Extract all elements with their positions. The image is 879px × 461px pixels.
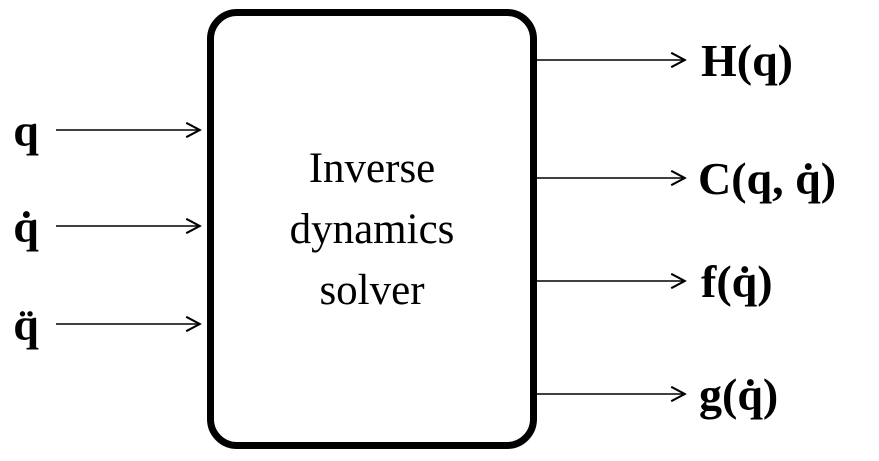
solver-box: Inverse dynamics solver [207,9,537,449]
output-label-H: H(q) [701,35,793,86]
output-label-g: g(q̇) [699,369,779,420]
solver-box-label-line-3: solver [319,266,425,314]
solver-box-label-line-1: Inverse [308,144,436,192]
output-label-f: f(q̇) [701,256,773,307]
output-label-C: C(q, q̇) [698,153,837,204]
input-label-q: q [13,105,39,156]
solver-box-label-line-2: dynamics [289,205,455,253]
input-label-qddot: q̈ [13,299,39,350]
input-label-qdot: q̇ [13,201,39,252]
